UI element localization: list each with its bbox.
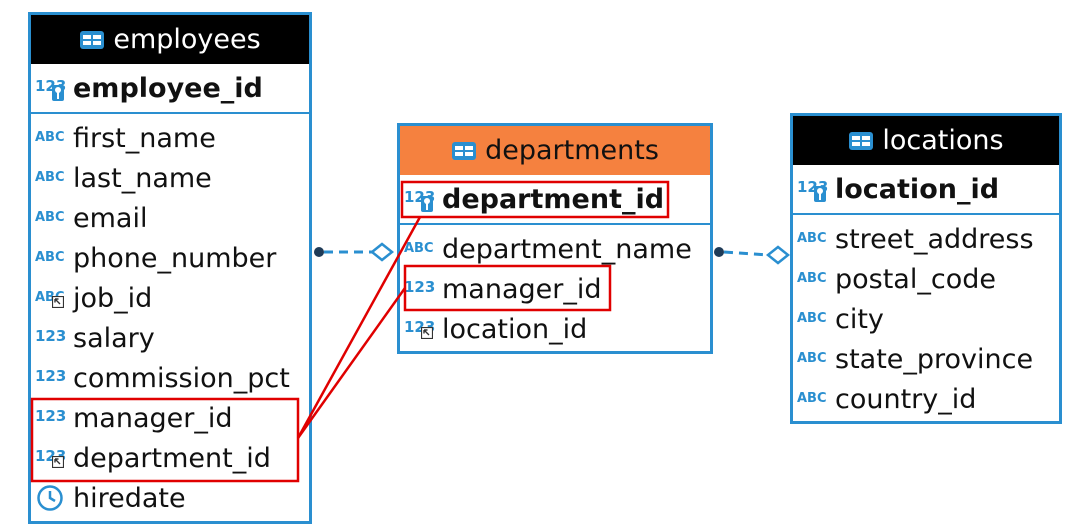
entity-header-employees[interactable]: employees xyxy=(31,15,309,64)
entity-header-locations[interactable]: locations xyxy=(793,116,1059,165)
column-label: location_id xyxy=(835,173,1000,205)
text-type-icon: ABC xyxy=(797,231,827,246)
table-icon xyxy=(849,131,874,150)
relation-dot xyxy=(714,247,724,257)
text-type-icon: ABC xyxy=(797,351,827,366)
text-type-icon: ABC xyxy=(797,391,827,406)
numeric-key-icon: 123 xyxy=(797,174,833,204)
numeric-type-icon: 123 xyxy=(404,278,436,296)
numeric-fk-icon: 123 xyxy=(35,443,71,473)
relation-employees-departments[interactable] xyxy=(314,242,395,262)
entity-title: departments xyxy=(485,135,659,166)
pk-row-location-id[interactable]: 123 location_id xyxy=(793,165,1059,215)
numeric-type-icon: 123 xyxy=(35,407,67,425)
text-type-icon: ABC xyxy=(797,311,827,326)
column-hiredate[interactable]: hiredate xyxy=(31,478,309,518)
text-type-icon: ABC xyxy=(797,271,827,286)
table-icon xyxy=(452,141,477,160)
pk-row-department-id[interactable]: 123 department_id xyxy=(400,175,710,225)
numeric-fk-icon: 123 xyxy=(404,314,440,344)
column-label: employee_id xyxy=(73,72,263,104)
entity-title: locations xyxy=(882,125,1004,156)
entity-header-departments[interactable]: departments xyxy=(400,126,710,175)
numeric-key-icon: 123 xyxy=(404,184,440,214)
column-label: department_id xyxy=(442,183,665,215)
relation-departments-locations[interactable] xyxy=(714,245,791,265)
clock-icon xyxy=(35,483,71,513)
text-type-icon: ABC xyxy=(404,241,434,256)
table-icon xyxy=(80,30,105,49)
highlight-box-employees-fk xyxy=(30,397,300,483)
text-type-icon: ABC xyxy=(35,210,65,225)
text-type-icon: ABC xyxy=(35,170,65,185)
entity-title: employees xyxy=(113,24,261,55)
highlight-link-department-id xyxy=(296,216,422,439)
relation-diamond xyxy=(369,242,395,262)
highlight-link-manager-id xyxy=(296,287,407,439)
text-type-icon: ABC xyxy=(35,130,65,145)
numeric-key-icon: 123 xyxy=(35,73,71,103)
numeric-type-icon: 123 xyxy=(35,367,67,385)
relation-dot xyxy=(314,247,324,257)
pk-row-employee-id[interactable]: 123 employee_id xyxy=(31,64,309,114)
highlight-box-manager-id xyxy=(403,264,612,312)
relation-line xyxy=(723,250,769,257)
text-fk-icon: ABC xyxy=(35,283,71,313)
text-type-icon: ABC xyxy=(35,250,65,265)
relation-diamond xyxy=(765,245,791,265)
numeric-type-icon: 123 xyxy=(35,327,67,345)
highlight-box-department-id xyxy=(400,180,670,219)
